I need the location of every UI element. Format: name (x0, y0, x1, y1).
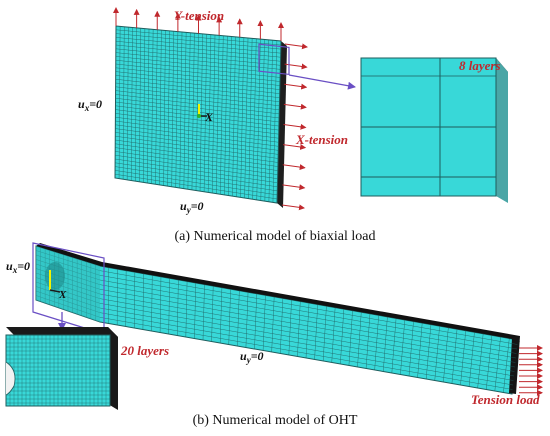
caption-a: (a) Numerical model of biaxial load (175, 229, 376, 244)
x-tension-arrow (283, 143, 307, 150)
caption-b: (b) Numerical model of OHT (193, 413, 358, 428)
axis-x-label-a: X (204, 110, 214, 124)
plate-a-edge (277, 41, 287, 208)
axis-triad-a: X (197, 104, 214, 124)
x-tension-label: X-tension (295, 132, 348, 147)
layers-label-a: 8 layers (459, 58, 501, 73)
axis-x-label-b: X (58, 289, 67, 301)
layers-label-b: 20 layers (120, 343, 169, 358)
plate-a-mesh (114, 26, 281, 203)
panel-b: X 20 layers Tension load ux=0 uy=0 (b) N… (5, 242, 543, 428)
x-tension-arrow (283, 123, 307, 130)
zoom-inset-a (360, 57, 508, 203)
callout-arrow-a (288, 74, 356, 90)
tension-load-label: Tension load (471, 392, 540, 407)
panel-a: X Y-tension X-tension 8 laye (78, 7, 508, 244)
bc-uy-a: uy=0 (180, 199, 204, 215)
bc-uy-b: uy=0 (240, 349, 264, 365)
bc-ux-b: ux=0 (6, 259, 30, 275)
tension-load-arrows (519, 345, 543, 396)
x-tension-arrows (281, 43, 308, 211)
x-tension-arrow (284, 63, 308, 70)
x-tension-arrow (282, 184, 306, 191)
zoom-inset-b (5, 327, 118, 410)
bc-ux-a: ux=0 (78, 97, 102, 113)
callout-box-a (258, 43, 290, 76)
y-tension-arrows (113, 7, 284, 41)
x-tension-arrow (283, 103, 307, 110)
x-tension-arrow (284, 83, 308, 90)
y-tension-label: Y-tension (174, 8, 224, 23)
x-tension-arrow (281, 204, 305, 211)
x-tension-arrow (284, 43, 308, 50)
x-tension-arrow (282, 164, 306, 171)
hole-region: X (36, 246, 100, 322)
